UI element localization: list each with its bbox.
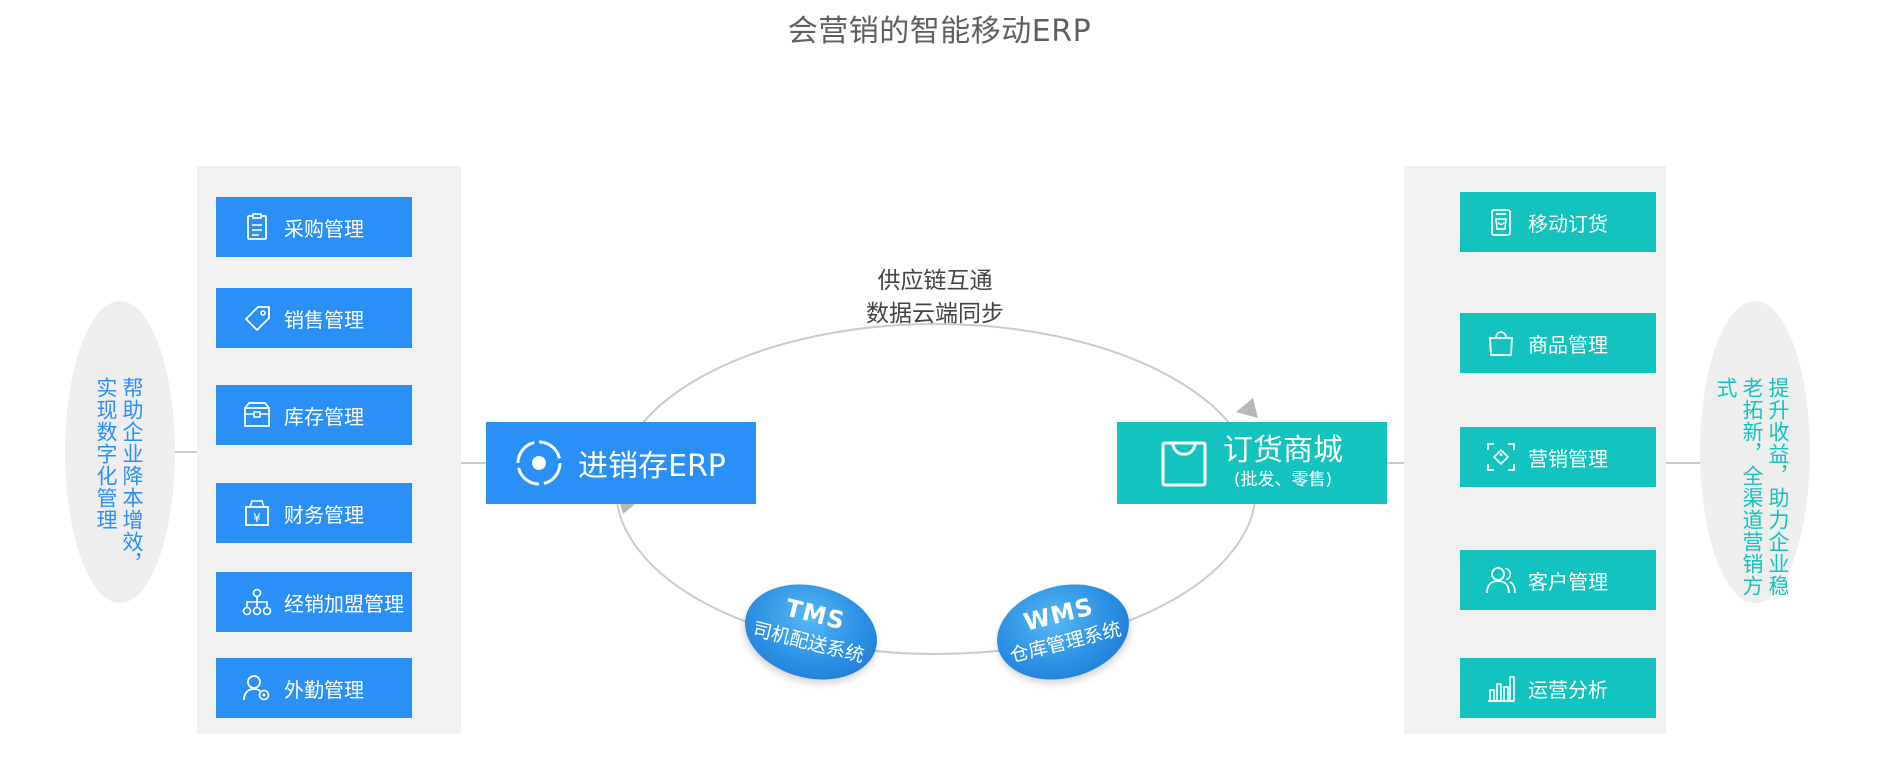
module-marketing-button[interactable]: 营销管理 — [1460, 427, 1656, 487]
sync-line-1: 供应链互通 — [877, 268, 993, 294]
module-sales-button[interactable]: 销售管理 — [216, 288, 412, 348]
left-description-col1: 帮助企业降本增效 — [120, 377, 144, 553]
module-customer-button[interactable]: 客户管理 — [1460, 550, 1656, 610]
mall-sub-label: (批发、零售) — [1233, 470, 1333, 490]
mobile-order-icon — [1486, 207, 1516, 237]
left-description-oval — [65, 301, 175, 603]
left-description-col2: 实现数字化管理 — [94, 377, 118, 531]
module-purchase-label: 采购管理 — [284, 216, 364, 241]
module-product-button[interactable]: 商品管理 — [1460, 313, 1656, 373]
module-inventory-label: 库存管理 — [284, 404, 364, 429]
right-description-col2: 助力企业稳老拓新 — [1740, 377, 1790, 597]
sync-line-2: 数据云端同步 — [866, 301, 1004, 327]
scan-tag-icon — [1486, 442, 1516, 472]
sync-caption: 供应链互通 数据云端同步 — [800, 265, 1070, 331]
module-analytics-button[interactable]: 运营分析 — [1460, 658, 1656, 718]
mall-box[interactable]: 订货商城 (批发、零售) — [1117, 422, 1387, 504]
right-description-col3: 全渠道营销方式 — [1714, 377, 1764, 597]
yuan-wallet-icon: ¥ — [242, 498, 272, 528]
right-description: 提升收益，助力企业稳老拓新，全渠道营销方式 — [1714, 377, 1790, 597]
erp-box[interactable]: 进销存ERP — [486, 422, 756, 504]
bar-chart-icon — [1486, 673, 1516, 703]
module-dealer-button[interactable]: 经销加盟管理 — [216, 572, 412, 632]
shopping-bag-large-icon — [1159, 438, 1209, 488]
left-description: 帮助企业降本增效，实现数字化管理 — [94, 377, 144, 575]
right-description-oval — [1700, 301, 1810, 603]
shopping-bag-icon — [1486, 328, 1516, 358]
module-field-label: 外勤管理 — [284, 677, 364, 702]
target-circle-icon — [514, 438, 564, 488]
users-icon — [1486, 565, 1516, 595]
mall-label: 订货商城 — [1223, 433, 1343, 468]
clipboard-icon — [242, 212, 272, 242]
svg-text:¥: ¥ — [253, 511, 261, 525]
cycle-arrow-right — [1236, 398, 1258, 418]
module-purchase-button[interactable]: 采购管理 — [216, 197, 412, 257]
erp-label: 进销存ERP — [578, 449, 726, 484]
price-tag-icon — [242, 303, 272, 333]
module-marketing-label: 营销管理 — [1528, 446, 1608, 471]
right-description-col1: 提升收益 — [1766, 377, 1790, 465]
module-inventory-button[interactable]: 库存管理 — [216, 385, 412, 445]
module-mobile-order-button[interactable]: 移动订货 — [1460, 192, 1656, 252]
field-staff-icon — [242, 673, 272, 703]
page-title: 会营销的智能移动ERP — [787, 14, 1092, 49]
module-field-button[interactable]: 外勤管理 — [216, 658, 412, 718]
module-product-label: 商品管理 — [1528, 332, 1608, 357]
module-mobile-order-label: 移动订货 — [1528, 211, 1608, 236]
org-chart-icon — [242, 587, 272, 617]
module-sales-label: 销售管理 — [284, 307, 364, 332]
module-finance-label: 财务管理 — [284, 502, 364, 527]
module-customer-label: 客户管理 — [1528, 569, 1608, 594]
module-analytics-label: 运营分析 — [1528, 677, 1608, 702]
module-dealer-label: 经销加盟管理 — [284, 591, 404, 616]
left-module-panel — [197, 166, 461, 734]
module-finance-button[interactable]: ¥ 财务管理 — [216, 483, 412, 543]
storage-box-icon — [242, 400, 272, 430]
